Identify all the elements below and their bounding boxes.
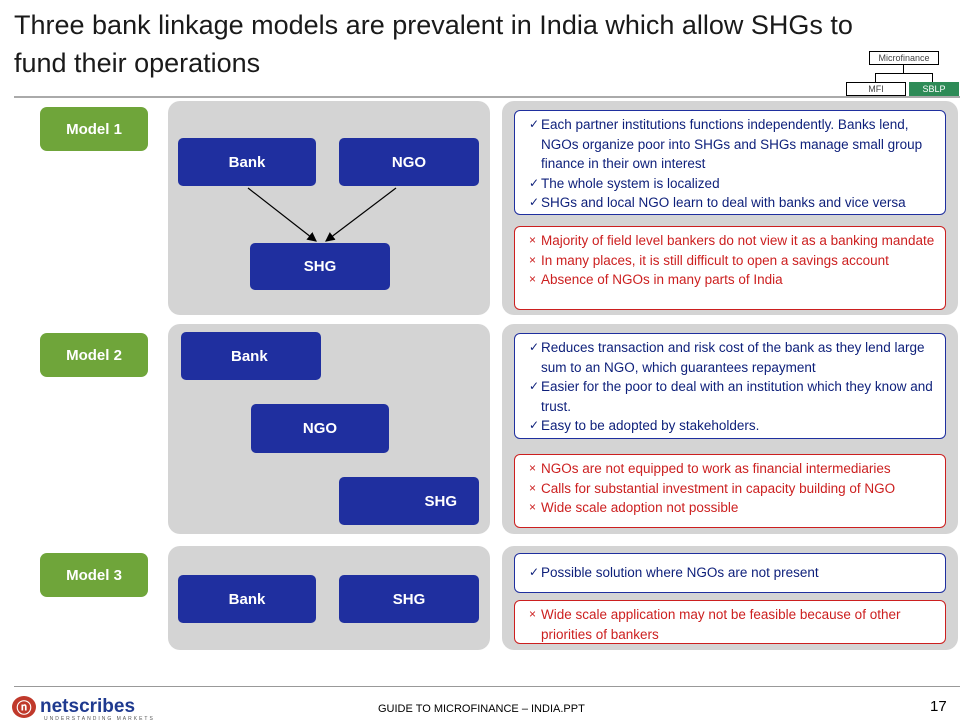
node-label: Bank xyxy=(228,590,266,608)
nav-tree-sblp[interactable]: SBLP xyxy=(909,82,959,96)
check-icon: ✓ xyxy=(529,175,540,190)
model-3-advantages: ✓Possible solution where NGOs are not pr… xyxy=(514,553,946,593)
advantage-item: ✓Possible solution where NGOs are not pr… xyxy=(529,563,937,583)
disadvantage-item: × NGOs are not equipped to work as financ… xyxy=(529,459,937,479)
nav-tree-connector xyxy=(903,64,904,73)
advantage-item: ✓Reduces transaction and risk cost of th… xyxy=(529,338,937,377)
nav-tree-connector xyxy=(875,73,876,82)
advantage-text: Easier for the poor to deal with an inst… xyxy=(541,379,933,414)
advantage-text: Reduces transaction and risk cost of the… xyxy=(541,340,925,375)
node-label: NGO xyxy=(391,153,427,171)
advantage-item: ✓Easy to be adopted by stakeholders. xyxy=(529,416,937,436)
disadvantage-text: Absence of NGOs in many parts of India xyxy=(541,272,783,287)
check-icon: ✓ xyxy=(529,340,540,354)
netscribes-logo: ⓝ netscribes xyxy=(12,696,135,718)
cross-icon: × xyxy=(529,607,537,621)
model-2-label: Model 2 xyxy=(40,333,148,377)
model-1-bank-node: Bank xyxy=(178,138,316,186)
nav-tree-connector xyxy=(932,73,933,82)
cross-icon: × xyxy=(529,252,537,267)
check-icon: ✓ xyxy=(529,418,540,432)
cross-icon: × xyxy=(529,272,537,286)
nav-tree-mfi[interactable]: MFI xyxy=(846,82,906,96)
disadvantage-text: Wide scale application may not be feasib… xyxy=(541,607,901,642)
advantage-item: ✓Easier for the poor to deal with an ins… xyxy=(529,377,937,416)
advantage-item: ✓Each partner institutions functions ind… xyxy=(529,115,937,174)
model-2-ngo-node: NGO xyxy=(251,404,389,453)
model-3-bank-node: Bank xyxy=(178,575,316,623)
node-label: NGO xyxy=(302,420,338,437)
disadvantage-text: In many places, it is still difficult to… xyxy=(541,252,889,268)
node-label: SHG xyxy=(424,492,457,510)
node-label: Bank xyxy=(228,153,266,171)
page-number: 17 xyxy=(930,698,947,715)
node-label: SHG xyxy=(303,258,337,275)
model-3-shg-node: SHG xyxy=(339,575,479,623)
advantage-text: Easy to be adopted by stakeholders. xyxy=(541,418,760,433)
advantage-text: SHGs and local NGO learn to deal with ba… xyxy=(541,195,906,210)
disadvantage-text: NGOs are not equipped to work as financi… xyxy=(541,461,891,476)
model-3-disadvantages: × Wide scale application may not be feasi… xyxy=(514,600,946,644)
disadvantage-item: × Wide scale adoption not possible xyxy=(529,498,937,518)
disadvantage-item: × Wide scale application may not be feasi… xyxy=(529,605,937,644)
disadvantage-item: × Absence of NGOs in many parts of India xyxy=(529,270,937,290)
check-icon: ✓ xyxy=(529,565,540,579)
model-1-ngo-node: NGO xyxy=(339,138,479,186)
check-icon: ✓ xyxy=(529,195,540,209)
advantage-text: Each partner institutions functions inde… xyxy=(541,117,923,171)
cross-icon: × xyxy=(529,233,537,247)
disadvantage-text: Wide scale adoption not possible xyxy=(541,500,739,515)
model-1-disadvantages: × Majority of field level bankers do not … xyxy=(514,226,946,310)
advantage-text: The whole system is localized xyxy=(541,175,720,191)
model-1-shg-node: SHG xyxy=(250,243,390,290)
nav-tree-connector xyxy=(875,73,933,74)
disadvantage-text: Majority of field level bankers do not v… xyxy=(541,233,935,248)
disadvantage-item: × Calls for substantial investment in cap… xyxy=(529,479,937,499)
disadvantage-item: × In many places, it is still difficult t… xyxy=(529,251,937,271)
check-icon: ✓ xyxy=(529,117,540,131)
model-2-shg-node: SHG xyxy=(339,477,479,525)
logo-tagline: UNDERSTANDING MARKETS xyxy=(44,716,155,722)
header-divider xyxy=(14,96,960,98)
footer-divider xyxy=(14,686,960,687)
model-1-advantages: ✓Each partner institutions functions ind… xyxy=(514,110,946,215)
logo-text: netscribes xyxy=(40,696,136,717)
advantage-text: Possible solution where NGOs are not pre… xyxy=(541,565,819,580)
nav-tree-root[interactable]: Microfinance xyxy=(869,51,939,65)
cross-icon: × xyxy=(529,500,537,514)
page-title: Three bank linkage models are prevalent … xyxy=(14,10,853,78)
model-2-bank-node: Bank xyxy=(181,332,321,380)
netscribes-logo-icon: ⓝ xyxy=(12,696,36,718)
node-label: SHG xyxy=(392,590,426,608)
model-2-disadvantages: × NGOs are not equipped to work as financ… xyxy=(514,454,946,528)
check-icon: ✓ xyxy=(529,379,540,393)
model-2-advantages: ✓Reduces transaction and risk cost of th… xyxy=(514,333,946,439)
disadvantage-item: × Majority of field level bankers do not … xyxy=(529,231,937,251)
disadvantage-text: Calls for substantial investment in capa… xyxy=(541,480,896,496)
advantage-item: ✓SHGs and local NGO learn to deal with b… xyxy=(529,193,937,213)
advantage-item: ✓The whole system is localized xyxy=(529,174,937,194)
model-3-label: Model 3 xyxy=(40,553,148,597)
model-1-label: Model 1 xyxy=(40,107,148,151)
cross-icon: × xyxy=(529,480,537,495)
footer-doc-title: GUIDE TO MICROFINANCE – INDIA.PPT xyxy=(378,703,585,715)
node-label: Bank xyxy=(231,347,268,365)
cross-icon: × xyxy=(529,461,537,475)
